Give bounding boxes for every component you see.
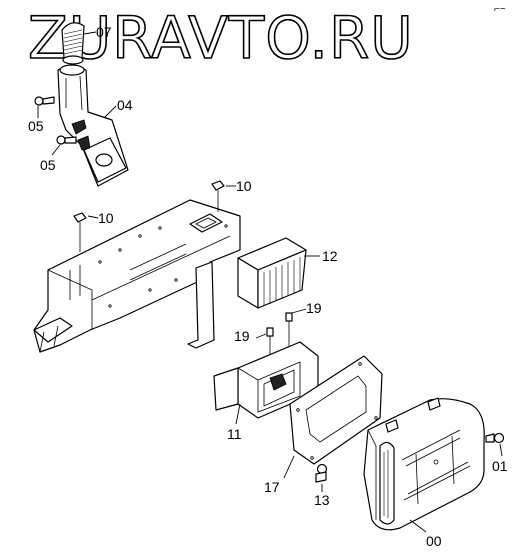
part-10-bolt-right — [211, 180, 225, 212]
part-04-lever-duct — [57, 64, 129, 187]
callout-07: 07 — [96, 24, 112, 40]
part-01-screw — [485, 432, 505, 444]
part-07-knob — [61, 22, 85, 65]
part-05-screw-lower — [56, 135, 77, 145]
callout-13: 13 — [314, 492, 330, 508]
callout-00: 00 — [426, 533, 442, 549]
part-13-screw — [315, 463, 328, 483]
callout-10-left: 10 — [98, 210, 114, 226]
callout-19-right: 19 — [306, 300, 322, 316]
part-19-pin-right — [285, 312, 293, 350]
watermark-text: ZURAVTO.RU — [28, 4, 414, 72]
callout-19-left: 19 — [234, 328, 250, 344]
callout-05-upper: 05 — [28, 118, 44, 134]
part-17-gasket-plate — [289, 355, 383, 465]
callout-05-lower: 05 — [40, 157, 56, 173]
part-12-filter — [237, 237, 307, 309]
callout-17: 17 — [264, 479, 280, 495]
callout-11: 11 — [227, 426, 242, 442]
leader-lines — [37, 31, 503, 533]
callout-01: 01 — [492, 458, 508, 474]
corner-mark: ⌐~ — [494, 4, 506, 15]
callout-12: 12 — [322, 248, 338, 264]
part-05-screw-upper — [34, 96, 55, 106]
part-00-cover — [363, 397, 485, 531]
part-10-bolt-left — [73, 212, 87, 252]
main-frame-duct — [33, 199, 241, 353]
callout-04: 04 — [117, 97, 133, 113]
callout-10-right: 10 — [236, 178, 252, 194]
